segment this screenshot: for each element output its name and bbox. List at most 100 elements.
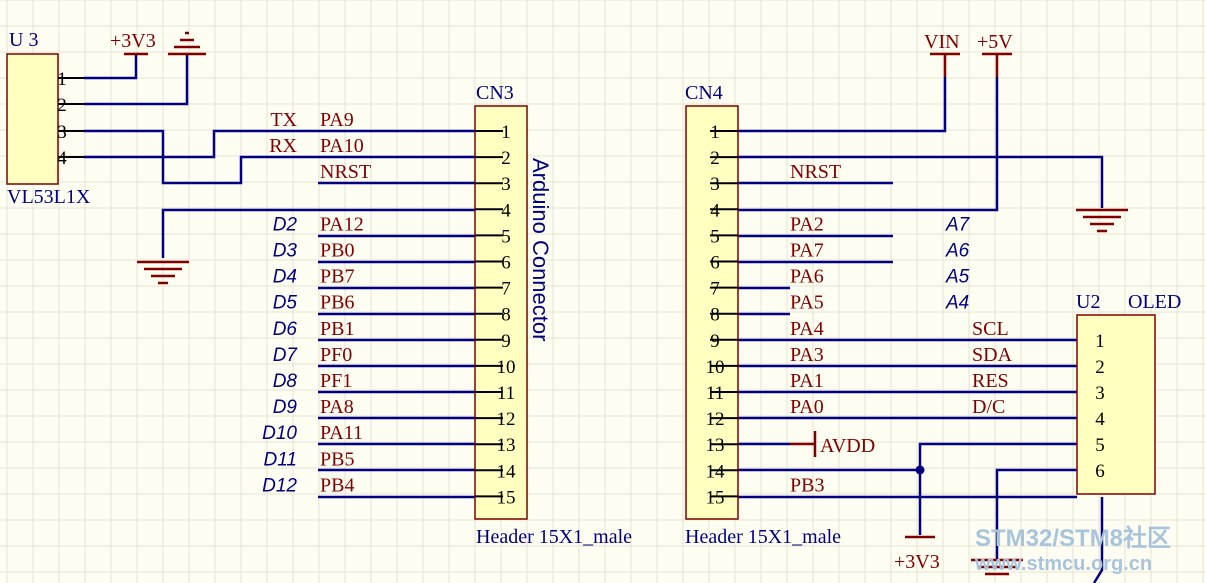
cn3-alias-label: D5	[273, 293, 298, 314]
cn3-net-label: PA8	[320, 396, 354, 418]
u3-body[interactable]	[6, 53, 59, 185]
cn4-alias-label: SDA	[972, 344, 1013, 366]
u2-designator: U2	[1076, 291, 1100, 313]
cn4-alias-label: A5	[945, 267, 970, 288]
u3-part-name: VL53L1X	[7, 186, 91, 208]
cn4-net-label: PA5	[790, 292, 824, 314]
cn3-net-label: PF1	[320, 370, 352, 392]
cn4-net-label: PA0	[790, 396, 824, 418]
wires	[84, 54, 1104, 583]
power-label-3v3-u3: +3V3	[110, 30, 156, 52]
cn4-net-label: PA2	[790, 213, 824, 235]
cn4-pin-number: 14	[706, 461, 726, 482]
cn4-pin-number: 5	[710, 226, 720, 247]
cn4-pin-number: 1	[710, 122, 720, 143]
cn3-pin-number: 14	[497, 461, 517, 482]
cn3-alias-label: D4	[273, 267, 297, 288]
cn4-net-label: PA6	[790, 266, 824, 288]
u2-part-name: OLED	[1128, 291, 1181, 313]
cn3-alias-label: D10	[262, 423, 297, 444]
cn4-alias-label: SCL	[972, 318, 1009, 340]
cn3-pin-number: 10	[497, 357, 516, 378]
junction-dot	[915, 465, 925, 475]
cn4-pin-number: 13	[706, 435, 725, 456]
cn4-pin-number: 11	[706, 383, 724, 404]
u2-pin-number: 2	[1095, 357, 1105, 378]
cn3-pin-number: 12	[497, 409, 516, 430]
cn3-pin-number: 7	[501, 279, 511, 300]
cn4-pin-number: 4	[710, 200, 720, 221]
wire-u3-pin3[interactable]	[84, 129, 475, 185]
wire-cn4-pin2-gnd[interactable]	[738, 155, 1104, 208]
watermark-url: www.stmcu.org.cn	[974, 553, 1152, 575]
wire-u3-pin4[interactable]	[84, 129, 475, 159]
cn4-body[interactable]	[685, 105, 739, 520]
cn3-alias-label: D8	[273, 371, 298, 392]
cn4-net-label: PB3	[790, 474, 824, 496]
cn3-pin-number: 2	[501, 148, 511, 169]
cn3-body[interactable]	[474, 105, 528, 520]
u2-pin-number: 4	[1095, 409, 1105, 430]
u2-body[interactable]	[1076, 314, 1156, 495]
u2-pin-number: 6	[1095, 461, 1105, 482]
cn4-alias-label: A4	[945, 293, 969, 314]
cn3-pin-number: 15	[497, 487, 516, 508]
cn3-alias-label: D6	[273, 319, 298, 340]
cn3-alias-label: TX	[270, 109, 297, 131]
watermark-title: STM32/STM8社区	[975, 524, 1171, 552]
cn4-designator: CN4	[685, 82, 723, 104]
power-symbols	[124, 31, 1128, 576]
cn3-alias-label: D3	[273, 241, 298, 262]
cn4-net-label: PA3	[790, 344, 824, 366]
cn4-alias-label: A6	[945, 241, 970, 262]
cn4-net-label: PA1	[790, 370, 824, 392]
cn3-net-label: PB5	[320, 448, 354, 470]
cn4-pin-number: 6	[710, 253, 720, 274]
cn3-net-label: PA10	[320, 135, 364, 157]
cn3-net-label: PB4	[320, 474, 354, 496]
cn3-pin-number: 8	[501, 305, 511, 326]
cn4-pin-number: 8	[710, 305, 720, 326]
power-label-3v3-oled: +3V3	[894, 551, 940, 573]
cn4-alias-label: RES	[972, 370, 1009, 392]
cn4-alias-label: D/C	[972, 396, 1005, 418]
wire-oled-pin6-gnd[interactable]	[995, 468, 1077, 560]
wire-oled-pin5-3v3[interactable]	[918, 442, 1077, 535]
u2-pin-number: 5	[1095, 435, 1105, 456]
power-label-avdd: AVDD	[820, 435, 875, 457]
wire-cn4-pin4-5v[interactable]	[738, 77, 999, 212]
cn3-net-label: PF0	[320, 344, 352, 366]
cn3-net-label: PB6	[320, 292, 354, 314]
wire-u3-pin1-3v3[interactable]	[84, 54, 138, 80]
wire-cn4-pin1-vin[interactable]	[738, 77, 947, 133]
cn3-net-label: PA9	[320, 109, 354, 131]
power-label-vin: VIN	[924, 31, 960, 53]
cn3-alias-label: RX	[269, 135, 297, 157]
wire-u3-pin2-gnd[interactable]	[84, 54, 189, 106]
cn4-alias-label: A7	[945, 214, 971, 235]
cn3-pin-number: 11	[497, 383, 515, 404]
cn4-net-label: PA4	[790, 318, 824, 340]
cn3-pin-number: 4	[501, 200, 511, 221]
cn3-pin-number: 13	[497, 435, 516, 456]
cn3-title: Arduino Connector	[528, 158, 553, 341]
cn3-alias-label: D11	[264, 449, 297, 470]
cn3-alias-label: D9	[273, 397, 298, 418]
cn4-pin-number: 2	[710, 148, 720, 169]
wire-cn3-pin4-gnd[interactable]	[161, 208, 475, 258]
cn3-part-name: Header 15X1_male	[476, 526, 632, 548]
u3-pin-number: 2	[57, 95, 67, 116]
wire-offsheet[interactable]	[1092, 497, 1104, 583]
cn3-net-label: PA11	[320, 422, 363, 444]
cn3-pin-number: 1	[501, 122, 511, 143]
cn4-pin-number: 3	[710, 174, 720, 195]
cn3-net-label: PB0	[320, 240, 354, 262]
u2-pin-number: 3	[1095, 383, 1105, 404]
